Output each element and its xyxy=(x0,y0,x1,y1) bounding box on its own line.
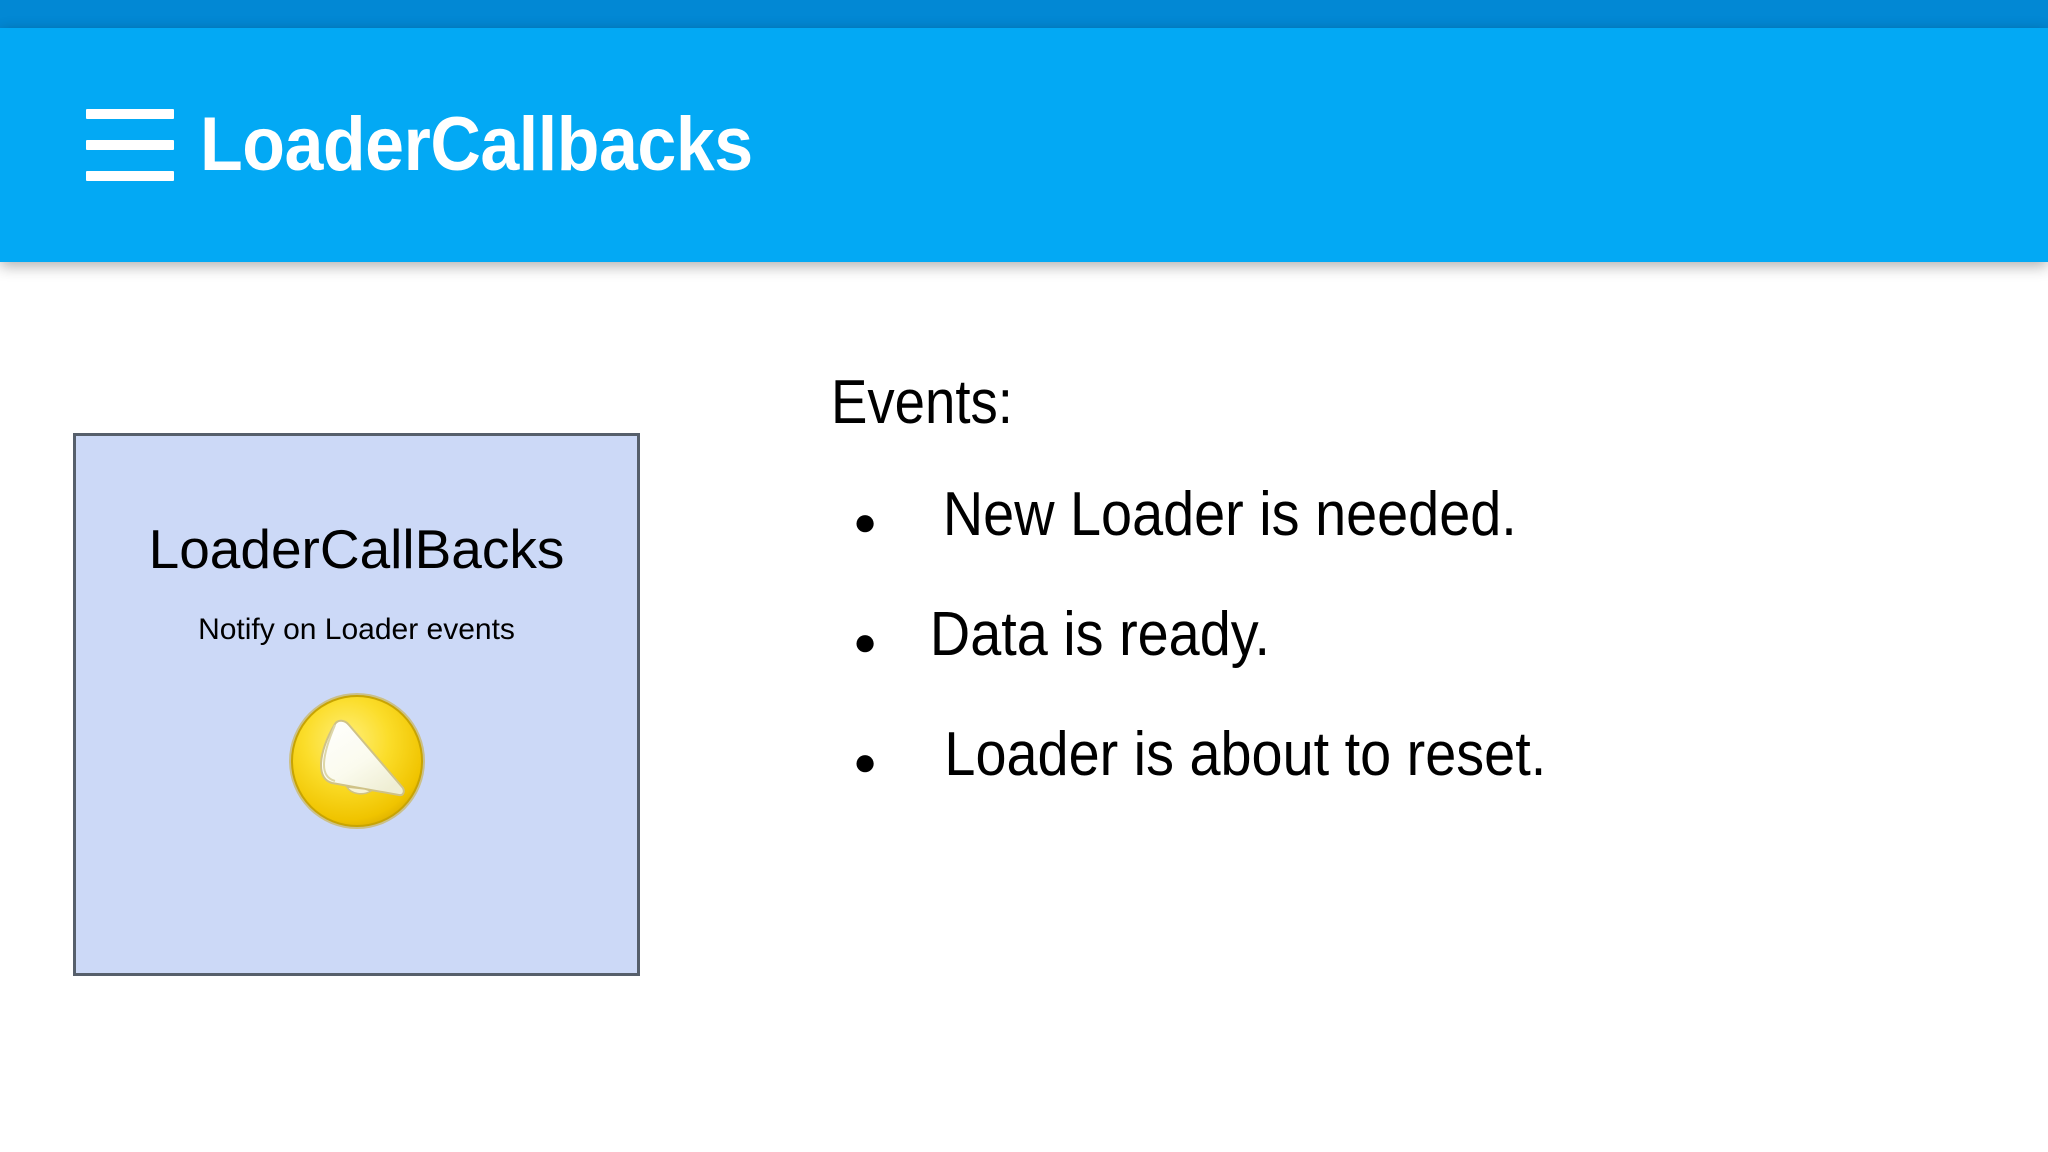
card-subtitle: Notify on Loader events xyxy=(198,613,515,646)
hamburger-menu-icon[interactable] xyxy=(74,99,186,191)
list-item-label: Data is ready. xyxy=(929,600,1271,669)
list-item-label: New Loader is needed. xyxy=(942,480,1517,549)
list-item: ● New Loader is needed. xyxy=(831,484,1981,604)
card-title: LoaderCallBacks xyxy=(148,518,565,580)
slide-content: LoaderCallBacks Notify on Loader events xyxy=(0,262,2048,1152)
bullet-icon: ● xyxy=(853,620,878,664)
megaphone-icon xyxy=(287,691,427,831)
app-bar: LoaderCallbacks xyxy=(0,28,2048,262)
status-bar xyxy=(0,0,2048,28)
list-item: ● Loader is about to reset. xyxy=(831,724,1981,844)
bullet-icon: ● xyxy=(853,740,878,784)
hamburger-bar-middle xyxy=(86,140,174,150)
events-heading: Events: xyxy=(831,368,1013,437)
events-panel: Events: ● New Loader is needed. ● Data i… xyxy=(831,372,1981,844)
list-item-label: Loader is about to reset. xyxy=(944,720,1547,789)
list-item: ● Data is ready. xyxy=(831,604,1981,724)
hamburger-bar-bottom xyxy=(86,171,174,181)
app-bar-title: LoaderCallbacks xyxy=(200,102,753,187)
events-list: ● New Loader is needed. ● Data is ready.… xyxy=(831,484,1981,844)
hamburger-bar-top xyxy=(86,109,174,119)
bullet-icon: ● xyxy=(853,500,878,544)
loader-callbacks-card: LoaderCallBacks Notify on Loader events xyxy=(73,433,640,976)
